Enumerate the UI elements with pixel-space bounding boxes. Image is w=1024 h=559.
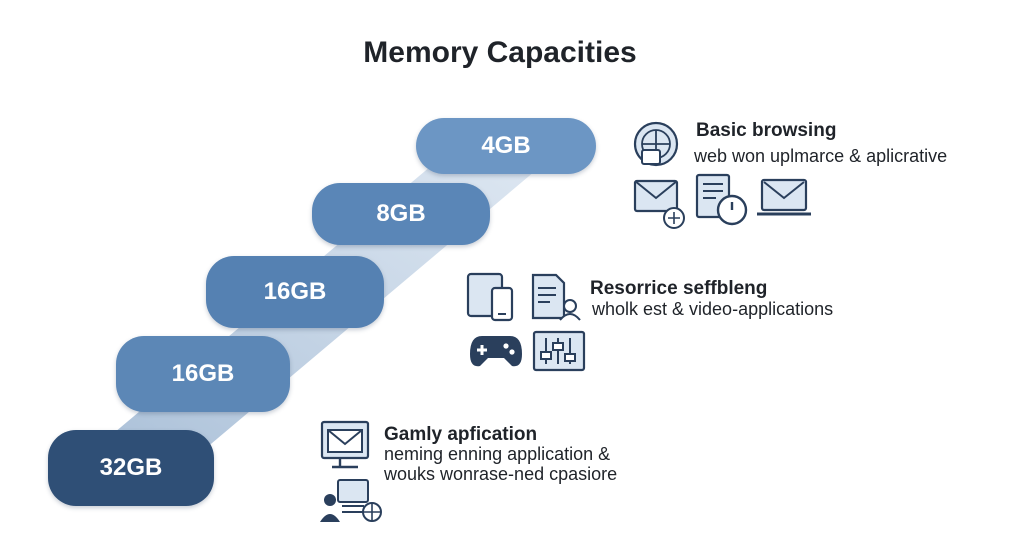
document-power-icon: [694, 172, 750, 228]
monitor-mail-icon: [318, 420, 374, 474]
capacity-32gb: 32GB: [48, 430, 214, 506]
gamepad-icon: [468, 330, 524, 372]
group-desc-resorrice: wholk est & video-applications: [592, 299, 834, 319]
group-heading-gamly: Gamly apfication: [384, 424, 538, 445]
group-desc-gamly-line1: neming enning application &: [384, 444, 611, 464]
document-user-icon: [530, 272, 582, 324]
capacity-16gb-lower: 16GB: [116, 336, 290, 412]
equalizer-icon: [532, 330, 588, 374]
laptop-mail-icon: [756, 178, 814, 220]
group-desc-basic-browsing: web won uplmarce & aplicrative: [694, 146, 948, 166]
group-heading-basic-browsing: Basic browsing: [696, 120, 837, 141]
globe-icon: [632, 120, 688, 170]
capacity-8gb: 8GB: [312, 183, 490, 245]
email-icon: [632, 178, 690, 230]
capacity-16gb-upper: 16GB: [206, 256, 384, 328]
capacity-4gb: 4GB: [416, 118, 596, 174]
group-heading-resorrice: Resorrice seffbleng: [590, 278, 768, 299]
user-screen-icon: [318, 478, 384, 528]
diagram-title: Memory Capacities: [363, 36, 637, 69]
group-desc-gamly-line2: wouks wonrase-ned cpasiore: [384, 464, 618, 484]
tablet-phone-icon: [466, 272, 518, 324]
